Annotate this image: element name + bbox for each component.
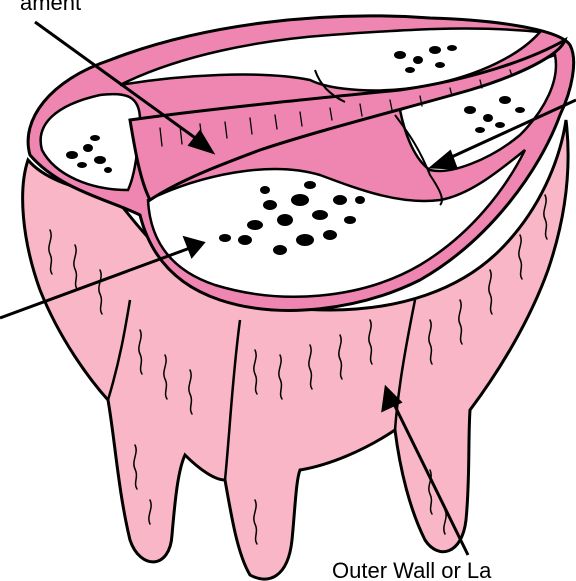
label-outer-wall: Outer Wall or La xyxy=(332,558,492,581)
label-ligament: ament xyxy=(20,0,81,15)
